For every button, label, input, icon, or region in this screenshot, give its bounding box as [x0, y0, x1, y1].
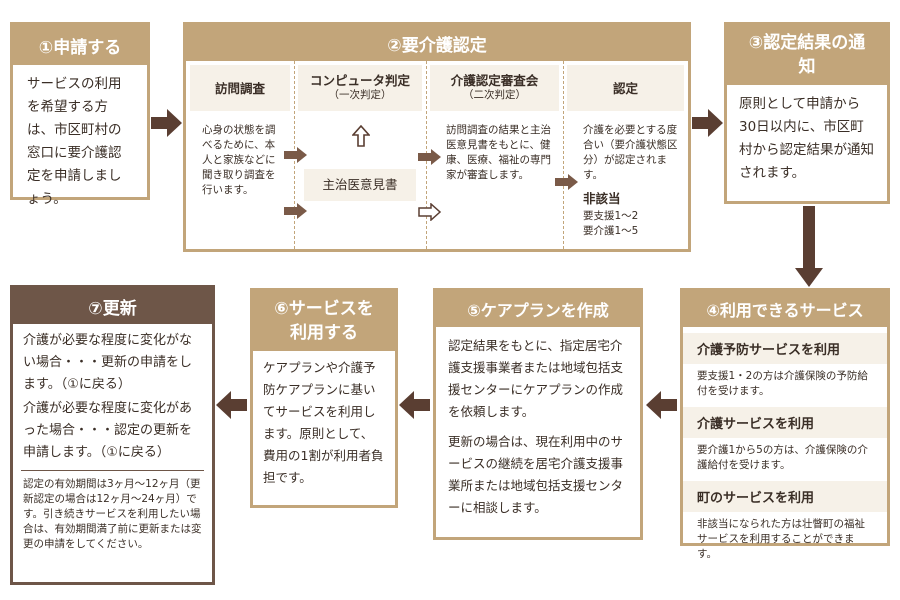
- col4-title: 認定: [612, 80, 638, 96]
- step7-card: ⑦更新 介護が必要な程度に変化がない場合・・・更新の申請をします。（①に戻る） …: [10, 285, 215, 585]
- service-item-title: 町のサービスを利用: [683, 481, 887, 512]
- step3-text: 原則として申請から30日以内に、市区町村から認定結果が通知されます。: [739, 96, 874, 181]
- column-divider: [563, 61, 564, 249]
- col4-line2: 要介護1〜5: [583, 225, 639, 237]
- step7-note: 認定の有効期間は3ヶ月〜12ヶ月（更新認定の場合は12ヶ月〜24ヶ月）です。引き…: [23, 478, 202, 550]
- step7-title: ⑦更新: [13, 288, 212, 324]
- step2-title: ②要介護認定: [186, 25, 688, 61]
- col3-title: 介護認定審査会: [450, 73, 539, 88]
- arrow-left-icon: [646, 391, 677, 419]
- col3-sub: （二次判定）: [463, 89, 526, 101]
- col4-highlight: 非該当: [583, 191, 621, 206]
- arrow-up-icon: [352, 125, 370, 147]
- arrow-right-icon: [284, 147, 307, 163]
- arrow-right-outline-icon: [418, 203, 442, 221]
- step6-title: ⑥サービスを利用する: [253, 291, 395, 351]
- col1-text: 心身の状態を調べるために、本人と家族などに聞き取り調査を行います。: [202, 124, 276, 196]
- service-item-text: 非該当になられた方は壮瞥町の福祉サービスを利用することができます。: [697, 518, 865, 560]
- step1-card: ①申請する サービスの利用を希望する方は、市区町村の窓口に要介護認定を申請しまし…: [10, 22, 150, 207]
- step5-title: ⑤ケアプランを作成: [436, 291, 640, 327]
- step6-text: ケアプランや介護予防ケアプランに基いてサービスを利用します。原則として、費用の1…: [263, 360, 384, 485]
- step4-card: ④利用できるサービス 介護予防サービスを利用 要支援1・2の方は介護保険の予防給…: [680, 288, 890, 560]
- step5-text1: 認定結果をもとに、指定居宅介護支援事業者または地域包括支援センターにケアプランの…: [448, 338, 624, 419]
- step4-title: ④利用できるサービス: [683, 291, 887, 327]
- step6-card: ⑥サービスを利用する ケアプランや介護予防ケアプランに基いてサービスを利用します…: [250, 288, 398, 508]
- step7-text1: 介護が必要な程度に変化がない場合・・・更新の申請をします。（①に戻る）: [23, 333, 193, 392]
- step5-text2: 更新の場合は、現在利用中のサービスの継続を居宅介護支援事業所または地域包括支援セ…: [448, 434, 624, 515]
- col-visit-survey: 訪問調査 心身の状態を調べるために、本人と家族などに聞き取り調査を行います。: [186, 61, 294, 249]
- step2-card: ②要介護認定 訪問調査 心身の状態を調べるために、本人と家族などに聞き取り調査を…: [183, 22, 691, 252]
- step1-text: サービスの利用を希望する方は、市区町村の窓口に要介護認定を申請しましょう。: [27, 76, 122, 207]
- arrow-right-icon: [692, 109, 723, 137]
- service-item-title: 介護サービスを利用: [683, 407, 887, 438]
- col2-title: コンピュータ判定: [309, 73, 410, 88]
- step7-divider: [21, 470, 204, 471]
- service-item-text: 要支援1・2の方は介護保険の予防給付を受けます。: [697, 370, 868, 397]
- col4-line1: 要支援1〜2: [583, 210, 639, 222]
- arrow-right-icon: [284, 203, 307, 219]
- arrow-right-icon: [151, 109, 182, 137]
- step7-text2: 介護が必要な程度に変化があった場合・・・認定の更新を申請します。（①に戻る）: [23, 401, 193, 460]
- arrow-down-icon: [795, 206, 823, 287]
- arrow-left-icon: [216, 391, 247, 419]
- col4-text: 介護を必要とする度合い（要介護状態区分）が認定されます。: [583, 124, 678, 181]
- col2-sub: （一次判定）: [328, 89, 392, 101]
- step3-card: ③認定結果の通知 原則として申請から30日以内に、市区町村から認定結果が通知され…: [724, 22, 890, 204]
- col3-text: 訪問調査の結果と主治医意見書をもとに、健康、医療、福祉の専門家が審査します。: [446, 124, 551, 181]
- step3-title: ③認定結果の通知: [727, 25, 887, 85]
- arrow-left-icon: [399, 391, 430, 419]
- col-review-board: 介護認定審査会 （二次判定） 訪問調査の結果と主治医意見書をもとに、健康、医療、…: [426, 61, 563, 249]
- service-item-title: 介護予防サービスを利用: [683, 333, 887, 364]
- col1-title: 訪問調査: [214, 80, 265, 96]
- service-item-text: 要介護1から5の方は、介護保険の介護給付を受けます。: [697, 444, 868, 471]
- col-computer-judgment: コンピュータ判定 （一次判定） 主治医意見書: [294, 61, 426, 249]
- step1-title: ①申請する: [13, 25, 147, 65]
- col-certification: 認定 介護を必要とする度合い（要介護状態区分）が認定されます。 非該当 要支援1…: [563, 61, 688, 249]
- doctor-opinion-box: 主治医意見書: [304, 169, 416, 201]
- step5-card: ⑤ケアプランを作成 認定結果をもとに、指定居宅介護支援事業者または地域包括支援セ…: [433, 288, 643, 540]
- arrow-right-icon: [418, 149, 441, 165]
- arrow-right-icon: [555, 174, 578, 190]
